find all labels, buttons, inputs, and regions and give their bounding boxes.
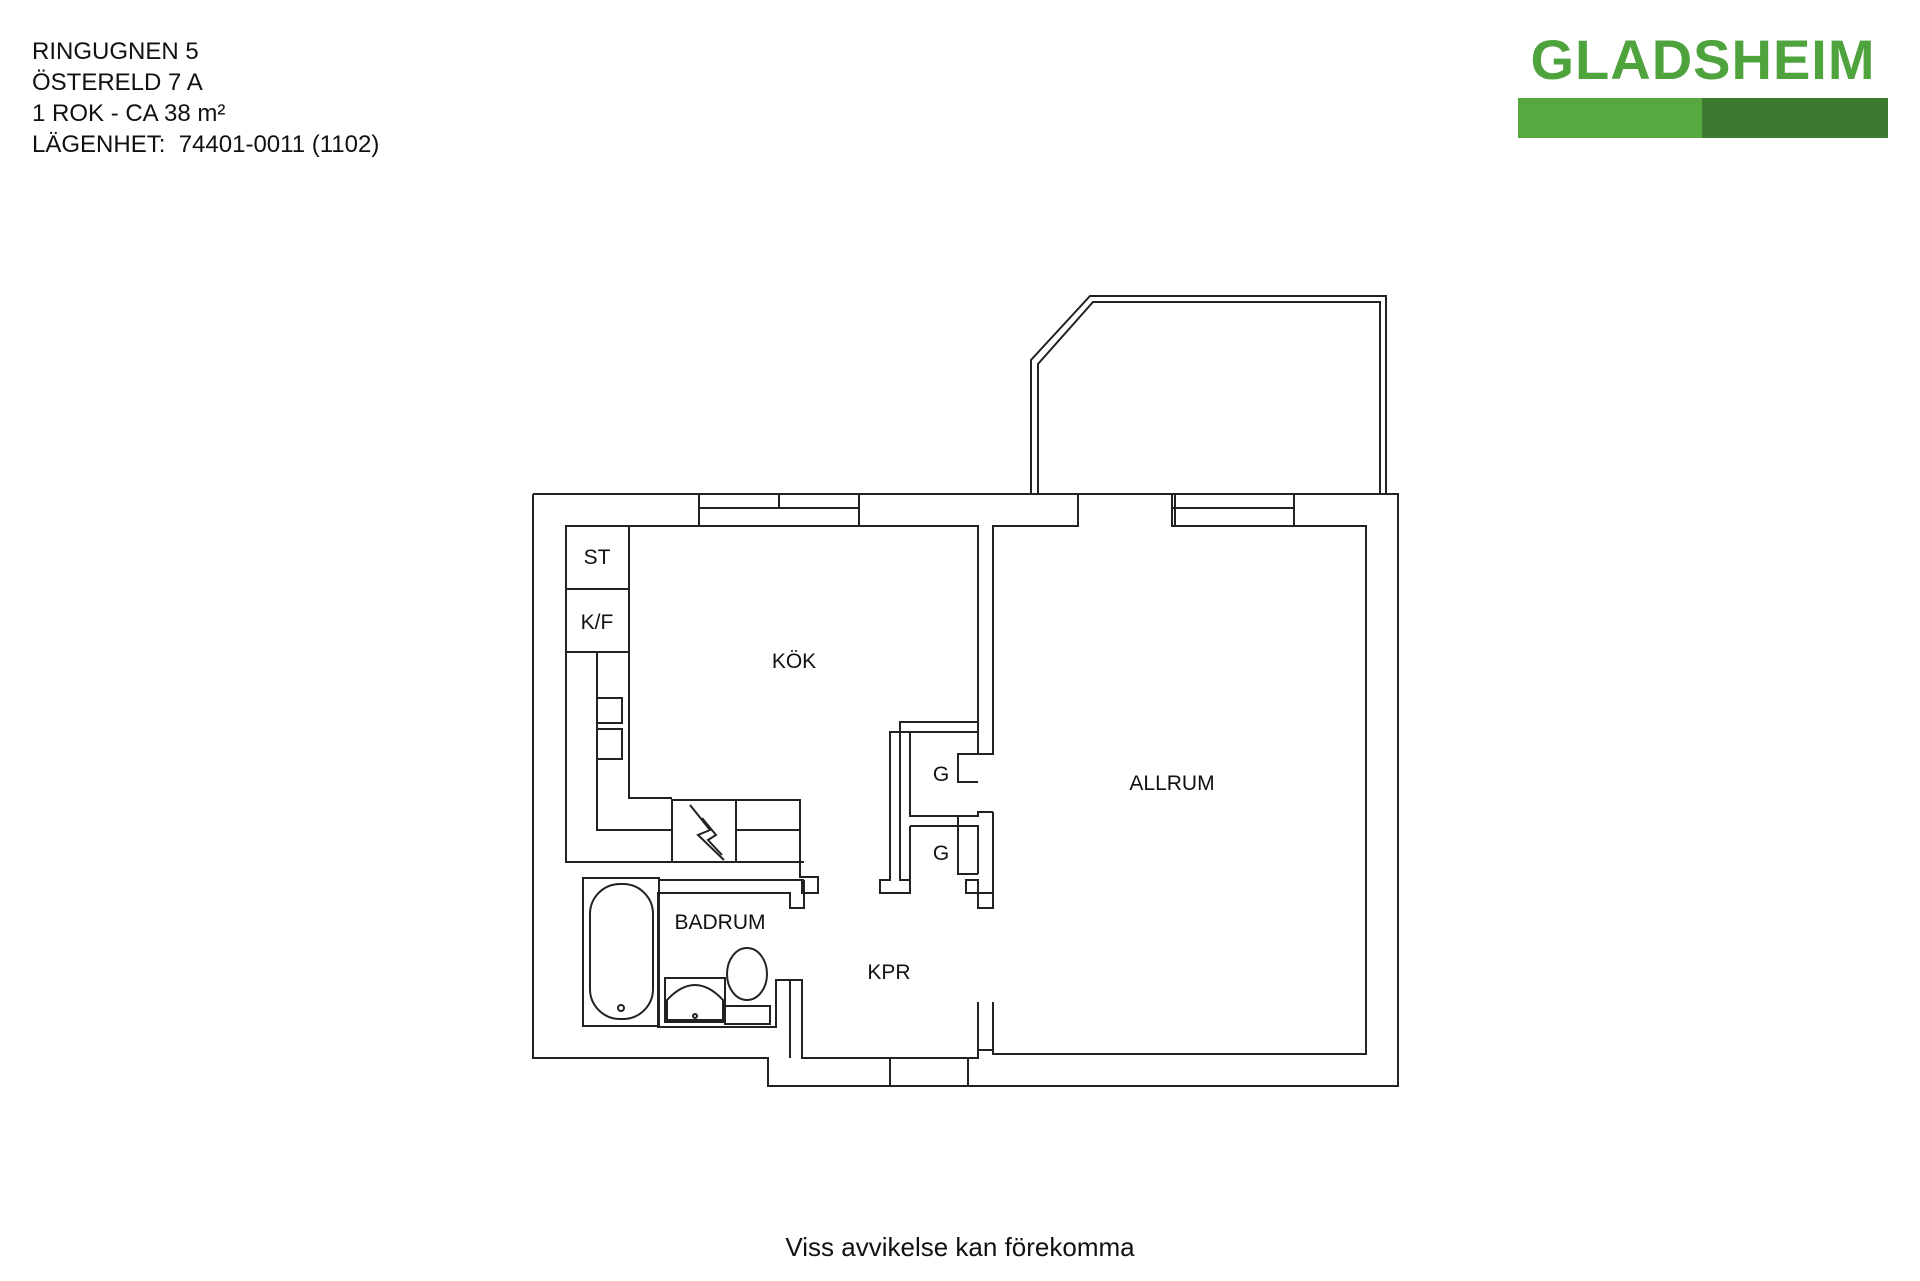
outer-walls (532, 493, 1399, 1087)
bathroom-label: BADRUM (674, 911, 765, 934)
hall-label: KPR (867, 961, 910, 984)
windows (698, 493, 1295, 527)
brand-bar (1518, 98, 1888, 138)
living-room-label: ALLRUM (1129, 772, 1214, 795)
stove-label: ST (584, 546, 611, 569)
kitchen-walls (566, 525, 979, 894)
property-address: ÖSTERELD 7 A (32, 69, 203, 96)
closet-label-1: G (933, 763, 949, 786)
closet-label-2: G (933, 842, 949, 865)
fridge-label: K/F (581, 611, 614, 634)
brand-bar-dark (1702, 98, 1888, 138)
brand-logo: GLADSHEIM (1518, 30, 1888, 138)
closets (900, 721, 979, 880)
partition-wall (957, 494, 1367, 1055)
apartment-number: LÄGENHET: 74401-0011 (1102) (32, 131, 380, 158)
apartment-size: 1 ROK - CA 38 m² (32, 100, 226, 127)
kitchen-label: KÖK (772, 650, 816, 673)
balcony (1030, 295, 1387, 494)
disclaimer: Viss avvikelse kan förekomma (785, 1232, 1135, 1262)
property-name: RINGUGNEN 5 (32, 38, 199, 65)
brand-bar-light (1518, 98, 1702, 138)
property-info: RINGUGNEN 5 ÖSTERELD 7 A 1 ROK - CA 38 m… (32, 36, 379, 160)
brand-name: GLADSHEIM (1530, 28, 1876, 91)
bathroom (582, 877, 805, 1058)
hall (790, 979, 979, 1086)
kitchen-counters (565, 525, 819, 894)
